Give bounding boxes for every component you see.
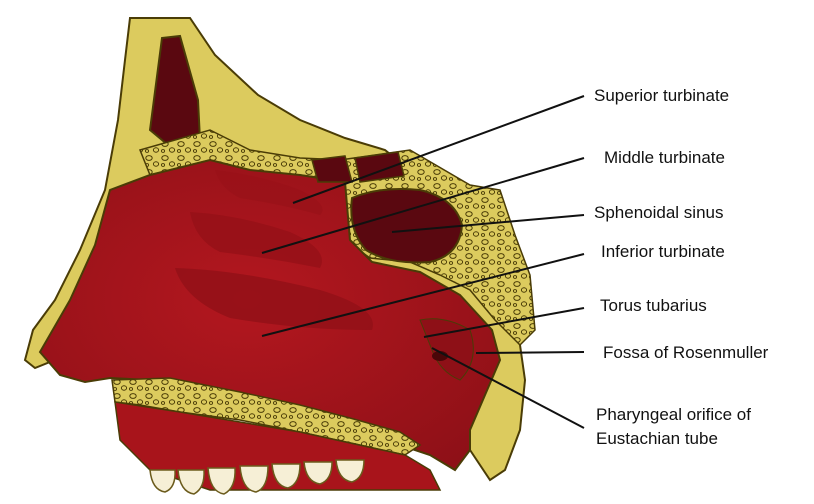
label-superior-turbinate: Superior turbinate [594,86,729,106]
label-torus-tubarius: Torus tubarius [600,296,707,316]
label-pharyngeal-orifice-line1: Pharyngeal orifice of [596,403,811,427]
label-middle-turbinate: Middle turbinate [604,148,725,168]
label-inferior-turbinate: Inferior turbinate [601,242,725,262]
label-pharyngeal-orifice-line2: Eustachian tube [596,427,811,451]
label-fossa-of-rosenmuller: Fossa of Rosenmuller [603,343,768,363]
posterior-ethmoid-cell [312,156,352,182]
label-sphenoidal-sinus: Sphenoidal sinus [594,203,723,223]
leader-fossa-of-rosenmuller [476,352,584,353]
sphenoidal-sinus-cavity [351,189,462,263]
label-pharyngeal-orifice: Pharyngeal orifice of Eustachian tube [596,403,811,451]
